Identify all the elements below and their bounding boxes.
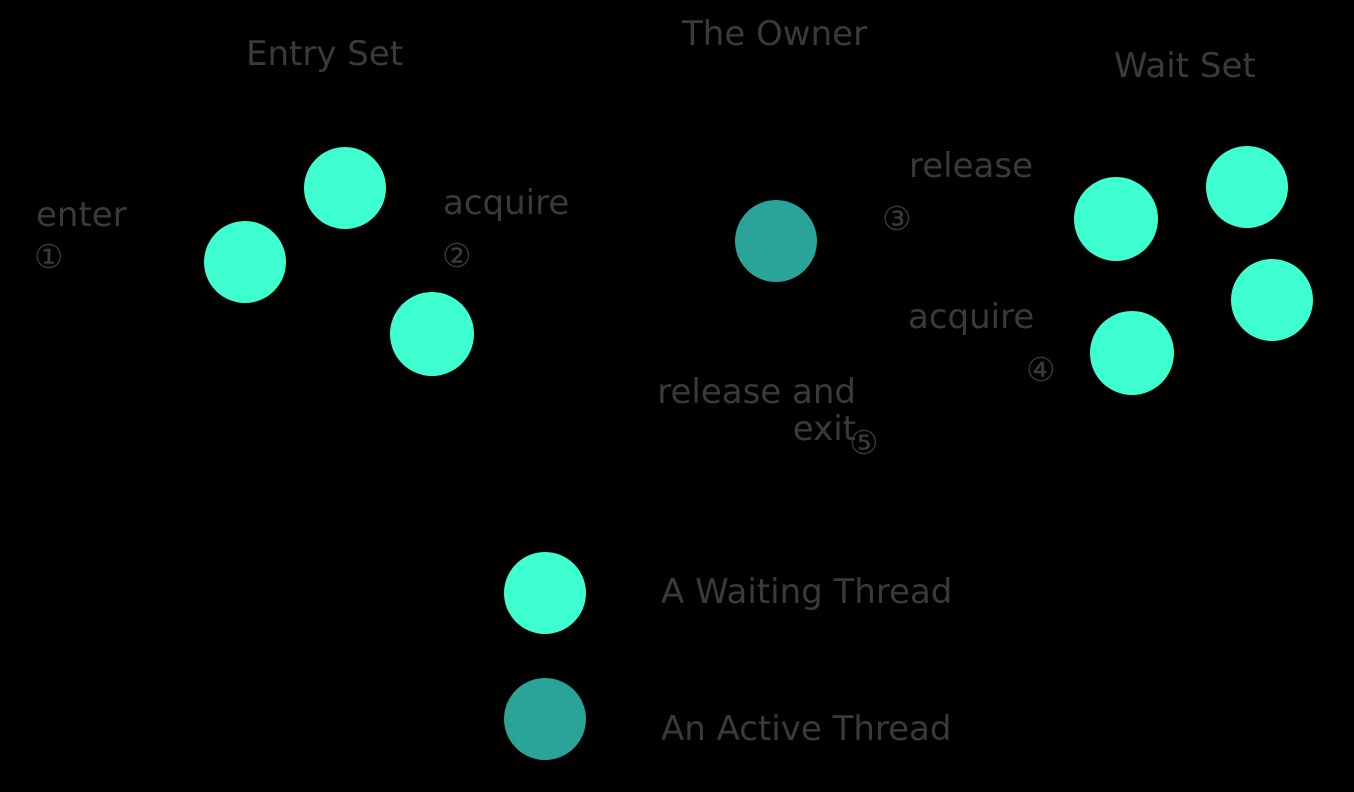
entry-set-thread[interactable] — [390, 292, 474, 376]
step-acquire-entry-marker: ② — [442, 236, 472, 275]
step-enter-marker: ① — [34, 237, 64, 276]
wait-set-title: Wait Set — [1114, 46, 1256, 86]
entry-set-thread[interactable] — [304, 147, 386, 229]
step-release-exit-marker: ⑤ — [849, 423, 879, 462]
step-release-exit-label: release and exit — [657, 372, 856, 449]
legend-swatch-active-thread — [504, 678, 586, 760]
owner-thread[interactable] — [735, 200, 817, 282]
legend-swatch-waiting-thread — [504, 552, 586, 634]
owner-title: The Owner — [682, 14, 868, 54]
step-release-label: release — [909, 146, 1033, 186]
step-acquire-wait-marker: ④ — [1026, 350, 1056, 389]
legend-label-active-thread: An Active Thread — [661, 709, 952, 749]
step-acquire-wait-label: acquire — [908, 297, 1035, 337]
entry-set-thread[interactable] — [204, 221, 286, 303]
wait-set-thread[interactable] — [1090, 311, 1174, 395]
entry-set-title: Entry Set — [246, 34, 404, 74]
step-release-marker: ③ — [882, 199, 912, 238]
legend-label-waiting-thread: A Waiting Thread — [661, 572, 953, 612]
step-enter-label: enter — [36, 195, 127, 235]
wait-set-thread[interactable] — [1206, 146, 1288, 228]
wait-set-thread[interactable] — [1231, 259, 1313, 341]
step-acquire-entry-label: acquire — [443, 183, 570, 223]
wait-set-thread[interactable] — [1074, 177, 1158, 261]
